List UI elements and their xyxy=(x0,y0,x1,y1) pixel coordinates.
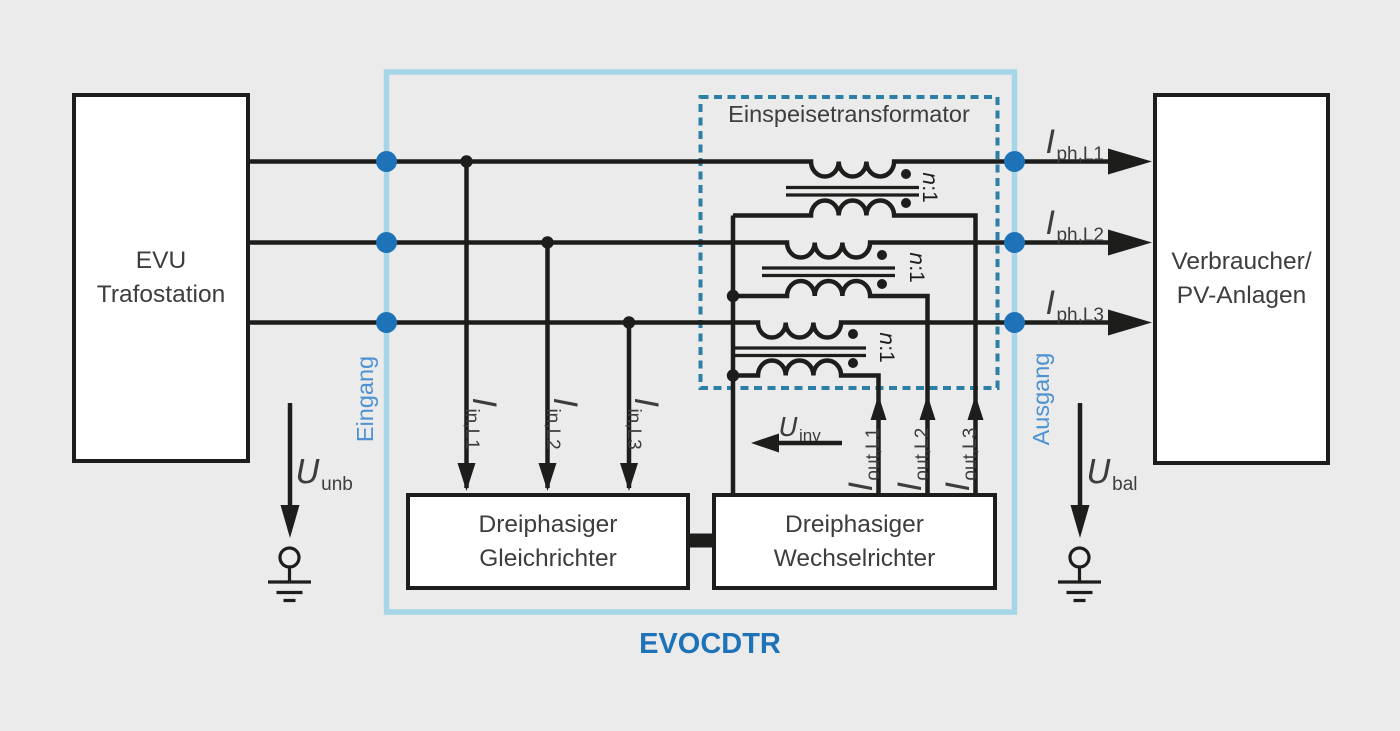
ground-symbol-right xyxy=(1058,546,1101,603)
i-in-l2-label: Iin,L2 xyxy=(542,398,584,450)
transformer-cores xyxy=(733,185,919,358)
output-node-l3 xyxy=(1004,312,1025,333)
input-node-l2 xyxy=(376,232,397,253)
ratio-label-t2: n:1 xyxy=(905,252,929,283)
i-ph-l2-label: Iph,L2 xyxy=(1046,204,1104,246)
output-port-label: Ausgang xyxy=(1028,352,1054,446)
ratio-label-t1: n:1 xyxy=(918,172,942,203)
i-in-l3-label: Iin,L3 xyxy=(623,398,665,450)
u-unb-arrowhead xyxy=(280,505,300,538)
secondary-t2 xyxy=(733,278,930,493)
transformer-group-label: Einspeisetransformator xyxy=(728,101,970,127)
evocdtr-frame xyxy=(383,69,1018,615)
dc-link-bar xyxy=(687,533,715,548)
inverter-label-line1: Dreiphasiger xyxy=(785,510,924,538)
i-ph-l2-arrowhead xyxy=(1108,229,1152,256)
inverter-block: Dreiphasiger Wechselrichter xyxy=(712,493,997,590)
load-block-label-line2: PV-Anlagen xyxy=(1176,282,1307,309)
i-in-l3-arrowhead xyxy=(620,463,638,491)
grid-transformer-block: EVU Trafostation xyxy=(72,93,250,463)
junction-dots xyxy=(460,155,740,382)
u-inv-arrowhead xyxy=(751,433,779,453)
i-ph-l3-label: Iph,L3 xyxy=(1046,284,1104,326)
grid-block-label-line2: Trafostation xyxy=(96,281,226,308)
voltage-arrows xyxy=(280,403,1090,538)
i-ph-l1-arrowhead xyxy=(1108,148,1152,175)
evocdtr-title: EVOCDTR xyxy=(639,628,781,660)
input-node-l3 xyxy=(376,312,397,333)
polarity-dots xyxy=(848,169,911,368)
secondary-t3 xyxy=(733,358,881,493)
u-inv-label: Uinv xyxy=(779,413,821,445)
i-in-l1-arrowhead xyxy=(457,463,476,491)
inverter-label-line2: Wechselrichter xyxy=(773,544,936,572)
i-out-l3-label: Iout,L3 xyxy=(939,427,981,491)
u-bal-label: Ubal xyxy=(1087,452,1138,495)
i-out-l3-arrowhead xyxy=(967,395,984,420)
load-block: Verbraucher/ PV-Anlagen xyxy=(1153,93,1330,465)
i-out-l2-label: Iout,L2 xyxy=(891,427,933,491)
ground-symbol-left xyxy=(268,546,311,603)
phase-line-l2 xyxy=(250,240,1113,260)
i-out-l1-label: Iout,L1 xyxy=(842,427,884,491)
secondary-wiring xyxy=(730,198,978,493)
core-t3 xyxy=(733,346,866,358)
core-t1 xyxy=(786,185,919,197)
u-bal-arrowhead xyxy=(1070,505,1090,538)
i-out-l2-arrowhead xyxy=(919,395,936,420)
i-in-l2-arrowhead xyxy=(538,463,557,491)
port-nodes xyxy=(376,151,1025,333)
rectifier-block: Dreiphasiger Gleichrichter xyxy=(406,493,690,590)
core-t2 xyxy=(762,266,895,278)
load-block-label-line1: Verbraucher/ xyxy=(1171,248,1312,275)
i-ph-l1-label: Iph,L1 xyxy=(1046,123,1104,165)
output-node-l2 xyxy=(1004,232,1025,253)
rectifier-label-line1: Dreiphasiger xyxy=(478,510,618,538)
ratio-label-t3: n:1 xyxy=(875,332,899,363)
rectifier-label-line2: Gleichrichter xyxy=(479,544,617,572)
u-unb-label: Uunb xyxy=(296,452,353,495)
current-arrowheads xyxy=(457,148,1152,491)
phase-line-l3 xyxy=(250,320,1113,340)
phase-lines xyxy=(250,159,1113,340)
i-ph-l3-arrowhead xyxy=(1108,309,1152,336)
phase-line-l1 xyxy=(250,159,1113,179)
i-out-l1-arrowhead xyxy=(870,395,887,420)
input-port-label: Eingang xyxy=(352,355,378,443)
i-in-l1-label: Iin,L1 xyxy=(461,398,503,450)
output-node-l1 xyxy=(1004,151,1025,172)
input-node-l1 xyxy=(376,151,397,172)
grid-block-label-line1: EVU xyxy=(135,247,187,274)
input-tap-lines xyxy=(464,161,632,488)
secondary-t1 xyxy=(733,198,978,493)
